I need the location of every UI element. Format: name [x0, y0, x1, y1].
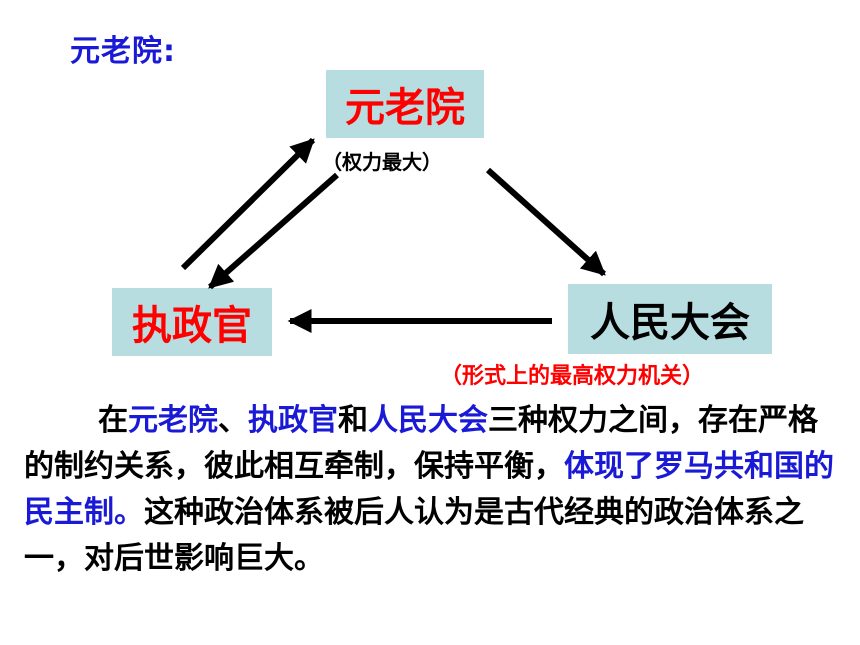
arrow-senate-to-assembly	[485, 167, 607, 277]
node-assembly: 人民大会	[568, 284, 772, 354]
node-senate: 元老院	[326, 70, 484, 138]
senate-note: （权力最大）	[322, 150, 442, 174]
node-senate-label: 元老院	[345, 85, 465, 131]
node-assembly-label: 人民大会	[590, 300, 750, 346]
paragraph-text: 、	[218, 403, 248, 438]
paragraph-highlight: 体现了罗马共和国的民主制。	[24, 449, 834, 530]
paragraph-assembly: 人民大会	[368, 403, 488, 438]
node-consul: 执政官	[112, 288, 272, 356]
paragraph-senate: 元老院	[128, 403, 218, 438]
paragraph-text: 这种政治体系被后人认为是古代经典的政治体系之一，对后世影响巨大。	[24, 495, 804, 576]
node-consul-label: 执政官	[132, 303, 252, 349]
arrow-consul-to-senate	[180, 137, 316, 271]
paragraph-text: 在	[98, 403, 128, 438]
paragraph-text: 和	[338, 403, 368, 438]
paragraph-text: 三种权力之间，存在严格的制约关系，彼此相互牵制，保持平衡，	[24, 403, 818, 484]
assembly-note: （形式上的最高权力机关）	[440, 364, 705, 389]
explanation-paragraph: 在元老院、执政官和人民大会三种权力之间，存在严格的制约关系，彼此相互牵制，保持平…	[24, 398, 836, 582]
paragraph-consul: 执政官	[248, 403, 338, 438]
heading: 元老院:	[70, 34, 176, 69]
arrow-senate-to-consul	[208, 172, 339, 290]
